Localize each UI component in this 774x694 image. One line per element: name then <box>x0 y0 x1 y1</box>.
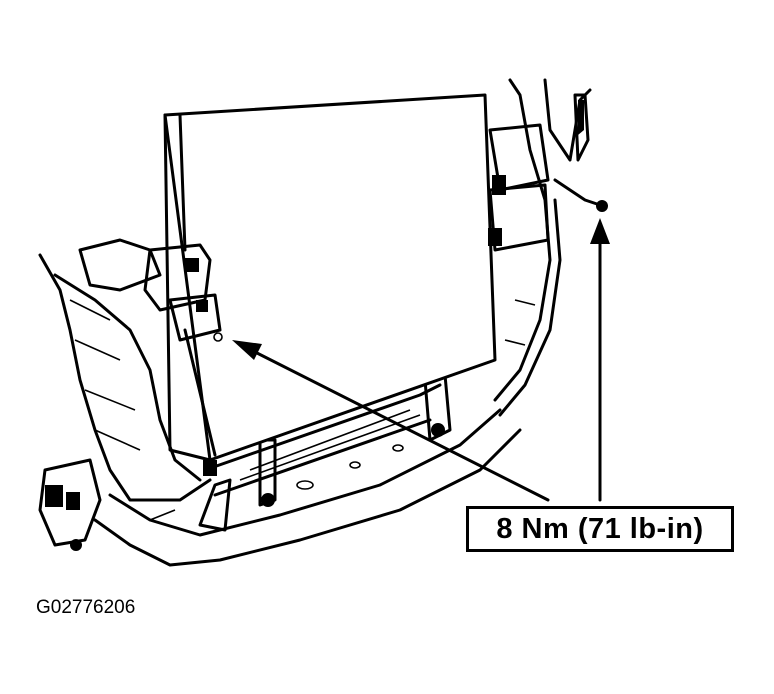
left-bolt-arrowhead <box>232 340 262 360</box>
left-mount-bracket <box>143 243 223 342</box>
right-bolt-arrowhead <box>590 218 610 244</box>
torque-callout-label: 8 Nm (71 lb-in) <box>496 512 704 545</box>
left-support-bracket <box>38 238 212 551</box>
torque-callout: 8 Nm (71 lb-in) <box>466 506 734 552</box>
right-support-bracket <box>488 78 608 417</box>
figure-id-label: G02776206 <box>36 597 136 618</box>
callout-leaders <box>232 218 610 502</box>
radiator-core <box>163 93 497 462</box>
